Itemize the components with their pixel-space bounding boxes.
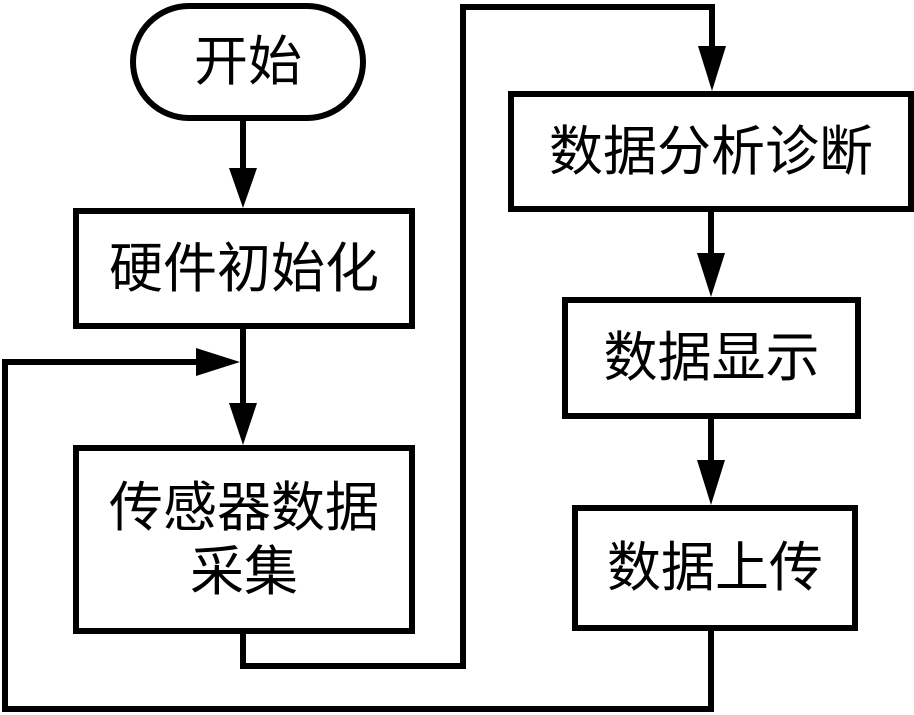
data-upload-box (572, 505, 858, 631)
sensor-collect-label-line2: 采集 (190, 539, 298, 603)
connector-line (2, 359, 714, 712)
edge-sensor-collect-to-data-analysis (240, 4, 726, 669)
sensor-collect-label-line1: 传感器数据 (109, 475, 379, 539)
edge-data-analysis-to-data-display (697, 212, 725, 297)
arrowhead-down-icon (229, 403, 257, 445)
hardware-init-box (73, 208, 415, 329)
hardware-init-label: 硬件初始化 (109, 236, 379, 300)
data-display-label: 数据显示 (603, 326, 820, 389)
arrowhead-down-icon (697, 460, 725, 505)
data-analysis-box (508, 91, 914, 212)
edge-start-to-hardware-init (229, 121, 257, 208)
start-label: 开始 (194, 30, 302, 93)
data-display-box (562, 297, 861, 419)
arrowhead-down-icon (697, 253, 725, 297)
sensor-collect-box (73, 445, 415, 634)
arrowhead-down-icon (698, 46, 726, 91)
edge-data-upload-loop-back (2, 348, 714, 712)
arrowhead-down-icon (229, 168, 257, 208)
edge-data-display-to-data-upload (697, 419, 725, 505)
data-analysis-label: 数据分析诊断 (549, 119, 873, 183)
start-terminator-shape (130, 3, 366, 121)
sensor-collect-label: 传感器数据 采集 (76, 448, 412, 631)
connector-line (240, 4, 715, 669)
arrowhead-right-icon (196, 348, 240, 376)
data-upload-label: 数据上传 (607, 536, 823, 599)
edge-hardware-init-to-sensor-collect (229, 329, 257, 445)
